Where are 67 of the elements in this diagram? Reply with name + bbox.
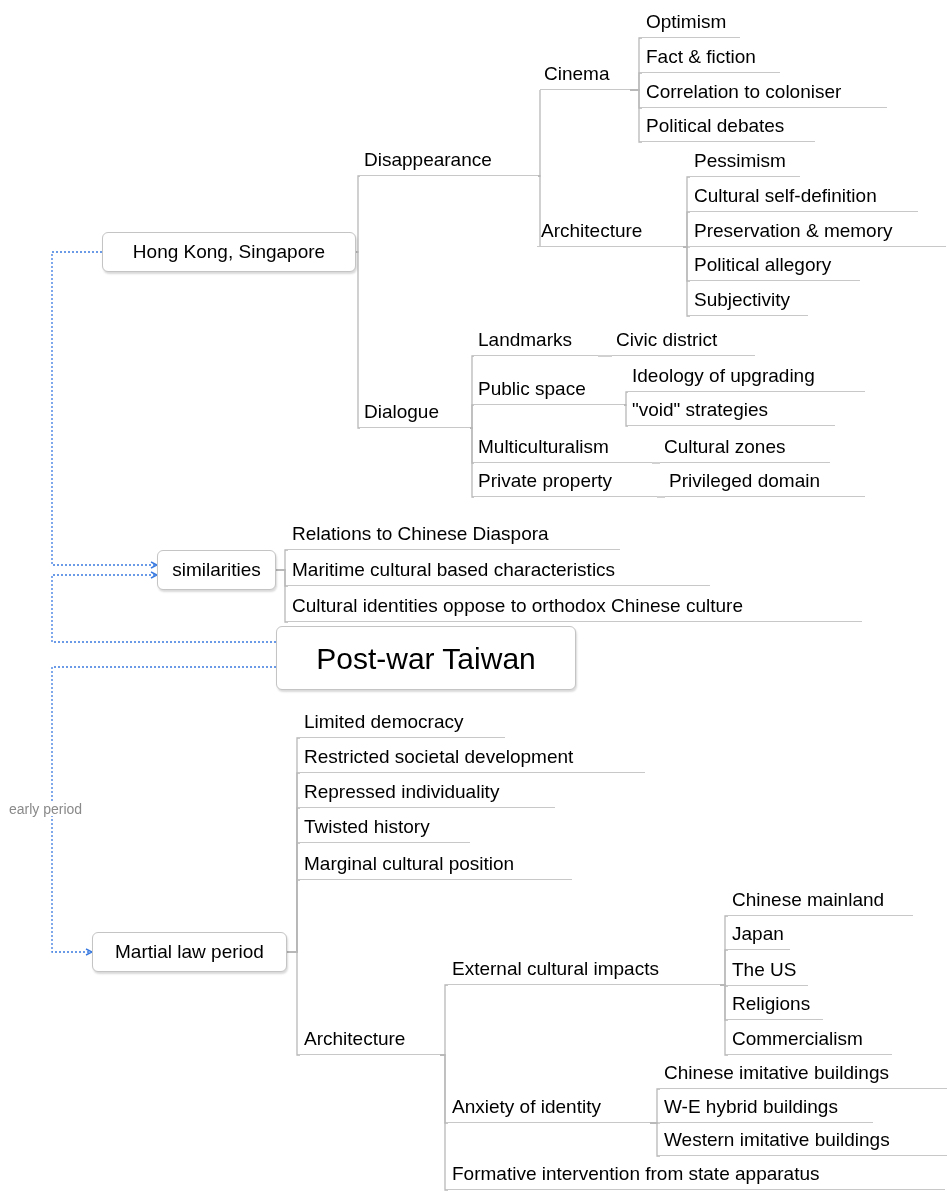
connector-line [469,427,475,498]
connector-line [537,175,541,248]
topic-label: Optimism [642,8,740,38]
connector-line [649,1122,661,1157]
topic-label: Ideology of upgrading [628,362,865,392]
topic-label: Multiculturalism [474,433,652,463]
topic-label: Pessimism [690,147,800,177]
connector-line [623,391,629,406]
topic-label: Disappearance [360,146,538,176]
connector-line [719,984,729,1056]
topic-box: Hong Kong, Singapore [102,232,356,272]
topic-label: Dialogue [360,398,470,428]
connector-line [651,462,661,464]
edge-label: early period [7,801,85,816]
topic-label: The US [728,956,808,986]
connector-line [623,404,629,427]
topic-label: Cultural identities oppose to orthodox Chinese culture [288,592,862,622]
topic-label: Political debates [642,112,815,142]
topic-label: Fact & fiction [642,43,780,73]
topic-label: Cultural self-definition [690,182,918,212]
connector-line [629,89,643,143]
topic-label: Relations to Chinese Diaspora [288,520,620,550]
topic-label: Civic district [612,326,755,356]
topic-label: Twisted history [300,813,470,843]
connector-line [656,496,666,498]
topic-label: Maritime cultural based characteristics [288,556,710,586]
topic-label: Cinema [540,60,630,90]
connector-line [355,175,361,253]
topic-box: Post-war Taiwan [276,626,576,690]
topic-label: Public space [474,375,624,405]
arrow [51,666,277,956]
topic-label: Commercialism [728,1025,892,1055]
topic-label: Limited democracy [300,708,505,738]
topic-label: Japan [728,920,790,950]
topic-label: Cultural zones [660,433,830,463]
topic-label: Restricted societal development [300,743,645,773]
topic-label: Private property [474,467,657,497]
topic-label: Architecture [300,1025,440,1055]
topic-label: Repressed individuality [300,778,555,808]
topic-label: Correlation to coloniser [642,78,887,108]
connector-line [275,569,289,623]
topic-box: Martial law period [92,932,287,972]
topic-label: Chinese mainland [728,886,913,916]
topic-label: W-E hybrid buildings [660,1093,873,1123]
connector-line [682,246,691,317]
arrow [51,251,158,569]
connector-line [537,89,541,177]
connector-line [355,251,361,429]
connector-line [597,355,613,357]
topic-label: Western imitative buildings [660,1126,947,1156]
topic-label: Marginal cultural position [300,850,572,880]
topic-label: Political allegory [690,251,860,281]
topic-label: Formative intervention from state apparatus [448,1160,945,1190]
connector-line [286,951,301,1056]
arrow [51,571,277,643]
connector-line [469,404,475,429]
topic-label: Architecture [537,217,683,247]
topic-label: Landmarks [474,326,598,356]
topic-label: "void" strategies [628,396,835,426]
topic-label: Preservation & memory [690,217,946,247]
topic-label: Religions [728,990,823,1020]
topic-label: External cultural impacts [448,955,720,985]
topic-box: similarities [157,550,276,590]
topic-label: Subjectivity [690,286,808,316]
topic-label: Anxiety of identity [448,1093,650,1123]
topic-label: Privileged domain [665,467,865,497]
topic-label: Chinese imitative buildings [660,1059,947,1089]
